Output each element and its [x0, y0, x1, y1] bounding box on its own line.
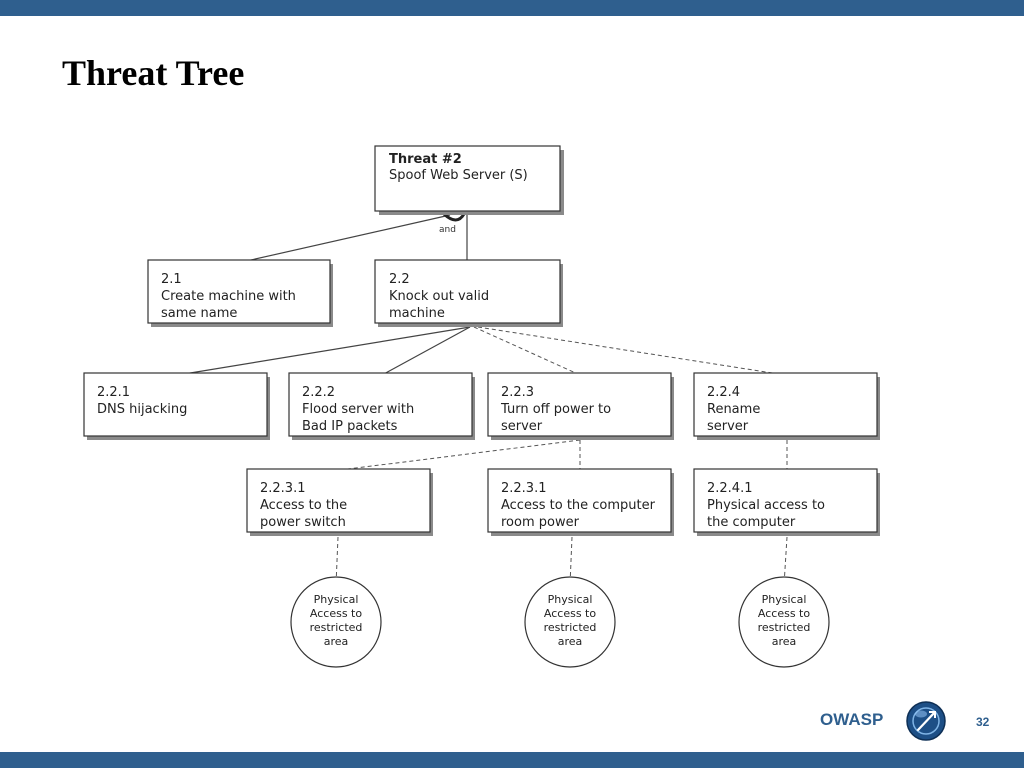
node-2-2-2-line2: Bad IP packets: [302, 419, 398, 434]
connector-root-2-1: [241, 214, 451, 263]
condition-1-line3: restricted: [310, 621, 363, 634]
node-2-2-4-1-line2: the computer: [707, 515, 796, 530]
node-2-2-3-1-room-power: 2.2.3.1 Access to the computer room powe…: [487, 468, 674, 536]
node-2-2-3-1b-line2: room power: [501, 515, 580, 530]
solid-connectors: [177, 214, 471, 376]
condition-3-line1: Physical: [762, 593, 807, 606]
node-2-2-3-1a-line1: Access to the: [260, 498, 347, 513]
node-2-2-3-id: 2.2.3: [501, 385, 534, 400]
connector-2-2-3-to-2-2-3-1a: [339, 439, 581, 471]
node-2-2-id: 2.2: [389, 272, 410, 287]
node-2-1-id: 2.1: [161, 272, 182, 287]
node-2-1-line2: same name: [161, 306, 237, 321]
condition-1-line1: Physical: [314, 593, 359, 606]
node-2-2-4-1-line1: Physical access to: [707, 498, 825, 513]
node-2-2-1: 2.2.1 DNS hijacking: [83, 372, 270, 440]
condition-1-line4: area: [324, 635, 349, 648]
node-2-2-line1: Knock out valid: [389, 289, 489, 304]
root-node-text: Spoof Web Server (S): [389, 168, 528, 183]
bottom-bar: [0, 752, 1024, 768]
dashed-connectors: [335, 326, 788, 586]
connector-2-2-to-2-2-4: [477, 326, 786, 376]
node-2-2-3-1b-line1: Access to the computer: [501, 498, 656, 513]
connector-2-2-3-1b-to-condition-2: [569, 536, 573, 586]
node-2-2-3-1-power-switch: 2.2.3.1 Access to the power switch: [246, 468, 433, 536]
condition-3-line2: Access to: [758, 607, 810, 620]
node-2-2-3-line1: Turn off power to: [500, 402, 611, 417]
node-2-1: 2.1 Create machine with same name: [147, 259, 333, 327]
and-label: and: [439, 225, 456, 235]
node-2-1-line1: Create machine with: [161, 289, 296, 304]
top-bar: [0, 0, 1024, 16]
condition-1-line2: Access to: [310, 607, 362, 620]
node-2-2-2-line1: Flood server with: [302, 402, 414, 417]
node-2-2-3-1a-line2: power switch: [260, 515, 346, 530]
condition-circle-3: Physical Access to restricted area: [738, 576, 830, 668]
node-2-2-2-id: 2.2.2: [302, 385, 335, 400]
node-2-2-4: 2.2.4 Rename server: [693, 372, 880, 440]
root-node-id: Threat #2: [389, 152, 462, 167]
condition-circle-2: Physical Access to restricted area: [524, 576, 616, 668]
node-2-2-3-1b-id: 2.2.3.1: [501, 481, 546, 496]
and-arc-icon: [442, 212, 466, 222]
node-2-2-line2: machine: [389, 306, 445, 321]
condition-2-line2: Access to: [544, 607, 596, 620]
condition-2-line3: restricted: [544, 621, 597, 634]
connector-2-2-4-1-to-condition-3: [783, 536, 788, 586]
node-2-2: 2.2 Knock out valid machine: [374, 259, 563, 327]
condition-2-line1: Physical: [548, 593, 593, 606]
connector-2-2-to-2-2-3: [473, 326, 581, 376]
node-2-2-1-line1: DNS hijacking: [97, 402, 187, 417]
node-2-2-1-id: 2.2.1: [97, 385, 130, 400]
page-number: 32: [976, 715, 990, 729]
node-2-2-2: 2.2.2 Flood server with Bad IP packets: [288, 372, 475, 440]
slide-title: Threat Tree: [62, 53, 245, 93]
condition-circle-1: Physical Access to restricted area: [290, 576, 382, 668]
node-2-2-3: 2.2.3 Turn off power to server: [487, 372, 674, 440]
root-node: Threat #2 Spoof Web Server (S): [374, 145, 564, 215]
node-2-2-4-line2: server: [707, 419, 749, 434]
condition-3-line3: restricted: [758, 621, 811, 634]
node-2-2-3-line2: server: [501, 419, 543, 434]
connector-2-2-to-2-2-2: [381, 326, 471, 376]
owasp-logo-icon: [906, 701, 946, 741]
connector-2-2-3-1a-to-condition-1: [335, 536, 339, 586]
node-2-2-4-line1: Rename: [707, 402, 760, 417]
footer-brand-text: OWASP: [820, 710, 884, 729]
connector-2-2-to-2-2-1: [177, 326, 471, 376]
node-2-2-4-id: 2.2.4: [707, 385, 740, 400]
node-2-2-4-1: 2.2.4.1 Physical access to the computer: [693, 468, 880, 536]
node-2-2-3-1a-id: 2.2.3.1: [260, 481, 305, 496]
condition-3-line4: area: [772, 635, 797, 648]
condition-2-line4: area: [558, 635, 583, 648]
node-2-2-4-1-id: 2.2.4.1: [707, 481, 752, 496]
